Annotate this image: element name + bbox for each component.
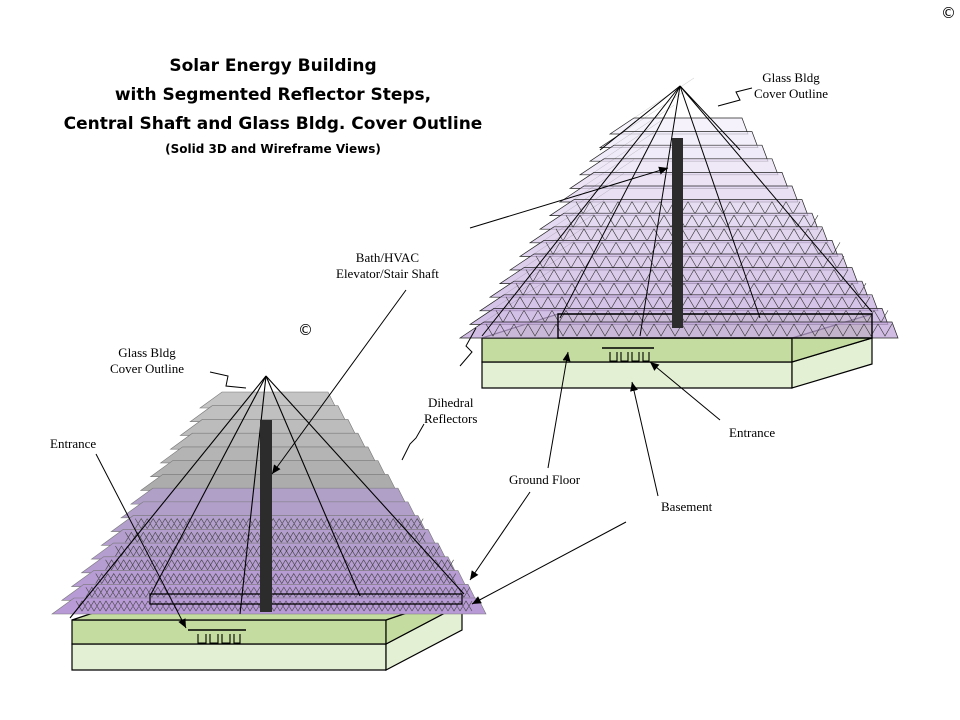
wireframe-edge [533, 213, 595, 255]
copyright-symbol-top: © [941, 4, 956, 22]
leader-entrance-left [95, 453, 187, 629]
basement-front [71, 643, 387, 671]
wireframe-edge [583, 145, 645, 187]
title-line-1: Solar Energy Building [169, 56, 377, 76]
dihedral-pattern [95, 572, 456, 585]
glass-cover-outline [69, 375, 267, 619]
dihedral-pattern [485, 323, 893, 337]
wireframe-edge [483, 281, 545, 323]
label-basement: Basement [661, 499, 713, 514]
central-shaft [260, 420, 272, 612]
label-glass-cover-right: Glass Bldg Cover Outline [754, 70, 828, 102]
entrance-doors [609, 352, 650, 362]
leader-dihedral-right [459, 327, 477, 367]
wireframe-edge [613, 105, 675, 146]
label-glass-cover-left: Glass Bldg Cover Outline [110, 345, 184, 377]
wireframe-edge [603, 118, 665, 159]
label-entrance-right: Entrance [729, 425, 776, 440]
copyright-symbol-mid: © [298, 321, 313, 339]
ground-floor-front [481, 337, 793, 363]
central-shaft [672, 138, 683, 328]
label-bath-hvac-shaft: Bath/HVAC Elevator/Stair Shaft [336, 250, 439, 282]
glass-cover-outline [679, 85, 873, 313]
wireframe-edge [523, 227, 585, 268]
glass-cover-outline [239, 375, 267, 615]
label-line: Cover Outline [754, 86, 829, 101]
diagram-title: Solar Energy Building with Segmented Ref… [20, 52, 526, 159]
label-ground-floor: Ground Floor [509, 472, 581, 487]
wireframe-edge [593, 132, 655, 173]
basement-front [481, 361, 793, 389]
label-line: Glass Bldg [762, 70, 820, 85]
glass-cover-outline [265, 375, 361, 597]
glass-cover-outline [265, 375, 465, 595]
leader-dihedral-left [401, 423, 425, 461]
glass-cover-outline [599, 85, 681, 151]
wireframe-edge [513, 241, 575, 282]
glass-cover-outline [679, 85, 761, 319]
entrance-doors [197, 634, 241, 644]
dihedral-pattern [105, 559, 454, 571]
solid-3d-building [51, 375, 487, 671]
ground-floor-frame [149, 593, 463, 605]
glass-cover-outline [679, 85, 741, 151]
leader-entrance-right [649, 361, 721, 421]
leader-glass-cover-left [209, 371, 247, 389]
label-line: Elevator/Stair Shaft [336, 266, 439, 281]
glass-cover-outline [149, 375, 267, 597]
leader-glass-cover-right [717, 87, 753, 107]
title-subtitle: (Solid 3D and Wireframe Views) [165, 142, 381, 156]
label-line: Bath/HVAC [355, 250, 420, 265]
glass-cover-outline [639, 85, 681, 337]
wireframe-edge [563, 173, 625, 214]
title-line-2: with Segmented Reflector Steps, [114, 85, 432, 105]
dihedral-pattern [85, 586, 471, 598]
title-line-3: Central Shaft and Glass Bldg. Cover Outl… [63, 114, 483, 134]
leader-shaft-left [271, 289, 407, 475]
wireframe-edge [633, 77, 695, 119]
wireframe-edge [503, 254, 565, 295]
label-line: Glass Bldg [118, 345, 176, 360]
label-line: Cover Outline [110, 361, 185, 376]
ground-floor-front [71, 619, 387, 645]
leader-ground-floor-left [469, 491, 531, 581]
leader-lines [95, 87, 753, 629]
dihedral-pattern [75, 600, 473, 612]
leader-ground-floor-right [547, 351, 571, 469]
glass-cover-outline [481, 85, 681, 337]
label-dihedral-reflectors: Dihedral Reflectors [424, 395, 477, 427]
leader-basement-left [471, 521, 627, 605]
glass-cover-outline [559, 85, 681, 319]
wireframe-edge [493, 268, 555, 309]
label-entrance-left: Entrance [50, 436, 97, 451]
leader-basement-right [630, 381, 659, 497]
leader-shaft-right [469, 166, 669, 229]
wireframe-building [458, 77, 899, 389]
ground-floor-frame [557, 313, 873, 339]
label-line: Dihedral [427, 395, 474, 410]
label-line: Reflectors [424, 411, 478, 426]
